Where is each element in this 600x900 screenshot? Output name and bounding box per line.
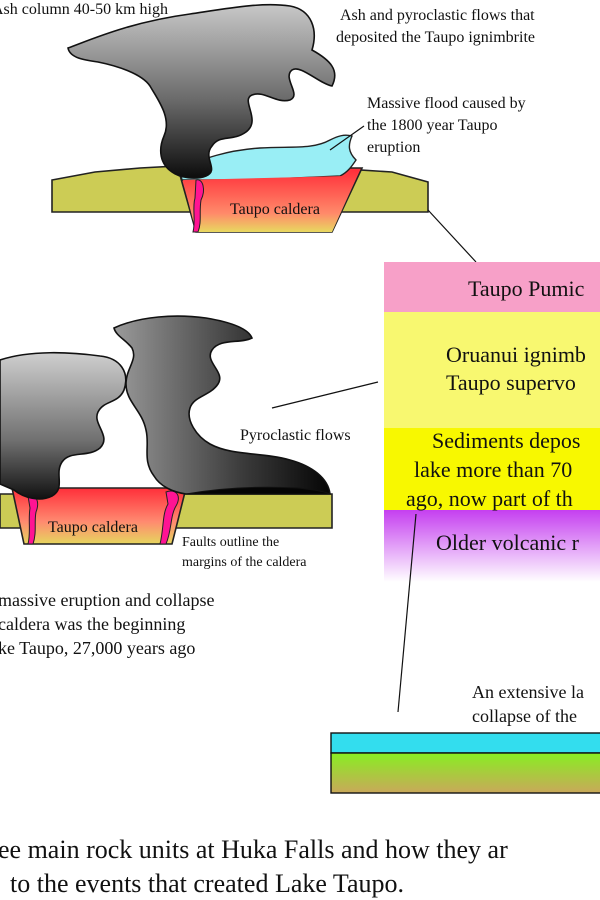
top-magma-conduit — [192, 179, 204, 233]
stratigraphic-column: Taupo Pumic Oruanui ignimb Taupo supervo… — [384, 262, 600, 582]
bottom-right-conduit — [159, 490, 179, 545]
top-eruption-scene: Taupo caldera Ash column 40-50 km high A… — [0, 1, 535, 263]
top-to-column-leader — [427, 209, 477, 263]
unit-taupo-pumice — [384, 262, 600, 312]
unit-oruanui-label-2: Taupo supervo — [446, 370, 576, 395]
unit-taupo-pumice-label: Taupo Pumic — [468, 276, 585, 301]
lake-leader-line — [397, 513, 417, 713]
top-ash-column — [67, 3, 336, 179]
flood-label-2: the 1800 year Taupo — [367, 117, 498, 134]
unit-oruanui-ignimbrite — [384, 312, 600, 428]
lake-water-layer — [330, 732, 600, 754]
lake-sediment-layer — [330, 752, 600, 794]
bottom-right-ash-column — [113, 315, 331, 495]
caption-line-1: massive eruption and collapse — [0, 590, 214, 610]
lake-scene: An extensive la collapse of the — [330, 513, 600, 794]
bottom-caldera-basin — [11, 487, 188, 545]
unit-sediments-label-1: Sediments depos — [432, 428, 581, 453]
figure-caption-line-1: ee main rock units at Huka Falls and how… — [0, 835, 508, 864]
figure-caption-line-2: to the events that created Lake Taupo. — [10, 869, 404, 898]
flood-label-1: Massive flood caused by — [367, 95, 526, 112]
ash-flow-label-2: deposited the Taupo ignimbrite — [336, 29, 535, 46]
bottom-left-conduit — [27, 494, 39, 545]
pyroclastic-leader-line — [271, 381, 379, 409]
flood-label-3: eruption — [367, 139, 420, 156]
unit-sediments — [384, 428, 600, 510]
top-flood-water — [179, 134, 357, 181]
ash-column-label: Ash column 40-50 km high — [0, 1, 168, 18]
lake-label-2: collapse of the — [472, 706, 577, 726]
faults-label-1: Faults outline the — [182, 535, 279, 550]
ash-flow-label-1: Ash and pyroclastic flows that — [340, 7, 535, 24]
unit-older-volcanic — [384, 510, 600, 582]
faults-label-2: margins of the caldera — [182, 555, 307, 570]
top-caldera-label: Taupo caldera — [230, 201, 320, 218]
figure-caption: ee main rock units at Huka Falls and how… — [0, 835, 508, 898]
bottom-left-ash-cloud — [0, 351, 127, 500]
caption-line-3: ke Taupo, 27,000 years ago — [0, 638, 195, 658]
unit-oruanui-label-1: Oruanui ignimb — [446, 342, 586, 367]
bottom-pyroclastic-flow — [185, 486, 331, 495]
caption-line-2: caldera was the beginning — [0, 614, 185, 634]
flood-leader-line — [329, 125, 365, 151]
pyroclastic-flows-label: Pyroclastic flows — [240, 427, 351, 444]
bottom-eruption-scene: Taupo caldera Pyroclastic flows Faults o… — [0, 315, 379, 658]
unit-older-volcanic-label: Older volcanic r — [436, 530, 580, 555]
top-magma-surface — [183, 170, 360, 232]
bottom-caldera-label: Taupo caldera — [48, 519, 138, 536]
unit-sediments-label-2: lake more than 70 — [414, 457, 572, 482]
lake-label-1: An extensive la — [472, 682, 584, 702]
unit-sediments-label-3: ago, now part of th — [406, 486, 573, 511]
